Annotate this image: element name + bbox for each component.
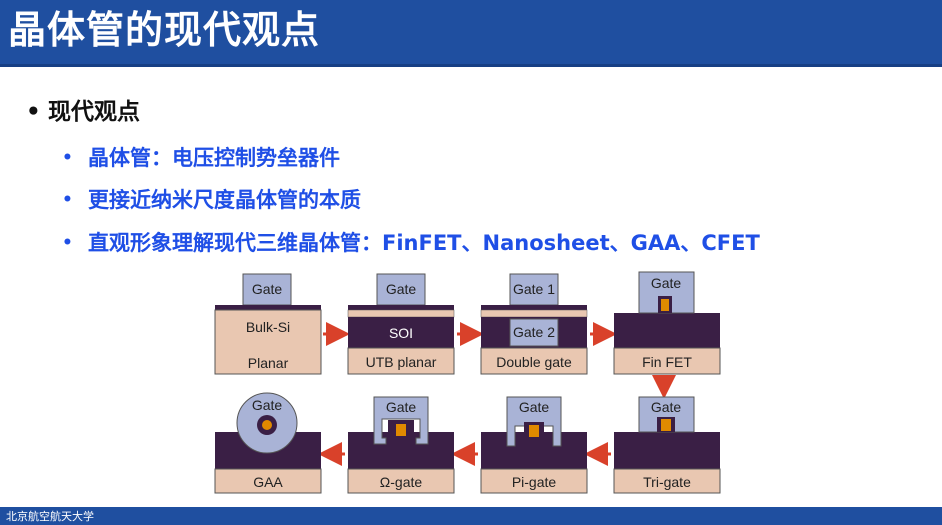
gate-block — [373, 396, 429, 445]
gate-label: Gate — [252, 397, 283, 413]
substrate — [614, 432, 720, 469]
caption-box — [480, 468, 588, 494]
caption-box — [480, 347, 588, 375]
gate-block — [242, 273, 292, 306]
gate-oxide — [348, 305, 454, 310]
caption: Planar — [248, 355, 289, 371]
gate-label: Gate — [519, 399, 550, 415]
bullet-dot-icon: • — [26, 99, 41, 125]
channel — [661, 299, 669, 311]
page-title: 晶体管的现代观点 — [8, 8, 321, 52]
double-gate-transistor: Gate 1 Gate 2 Double gate — [480, 273, 588, 375]
gate-oxide — [481, 305, 587, 310]
thin-si-layer — [347, 309, 455, 318]
utb-planar-transistor: Gate SOI UTB planar — [347, 273, 455, 375]
caption-box — [613, 347, 721, 375]
sub-bullet-text: 直观形象理解现代三维晶体管：FinFET、Nanosheet、GAA、CFET — [88, 231, 760, 255]
gate-block — [638, 271, 695, 314]
caption-box — [347, 468, 455, 494]
gate-block-bottom — [509, 318, 559, 347]
gate-label: Gate — [651, 275, 682, 291]
gate-label: Gate — [651, 399, 682, 415]
finfet-transistor: Gate Fin FET — [613, 271, 721, 375]
gate-label: Gate — [386, 399, 417, 415]
planar-transistor: Gate Bulk-Si Planar — [214, 273, 322, 375]
channel — [396, 424, 406, 436]
footer-university: 北京航空航天大学 — [6, 510, 94, 523]
caption: Fin FET — [642, 354, 692, 370]
gate-bottom-label: Gate 2 — [513, 324, 555, 340]
bullet-dot-icon: • — [62, 190, 73, 210]
bulk-si-body — [214, 309, 322, 375]
body-label: Bulk-Si — [246, 319, 290, 335]
bullet-dot-icon: • — [62, 148, 73, 168]
caption-box — [613, 468, 721, 494]
gate-top-label: Gate 1 — [513, 281, 555, 297]
main-bullet: • 现代观点 — [26, 92, 140, 126]
main-bullet-text: 现代观点 — [48, 99, 140, 125]
sub-bullet-2: • 更接近纳米尺度晶体管的本质 — [62, 184, 361, 214]
box-oxide — [348, 317, 454, 348]
channel — [262, 420, 272, 430]
gate-label: Gate — [252, 281, 283, 297]
sub-bullet-3: • 直观形象理解现代三维晶体管：FinFET、Nanosheet、GAA、CFET — [62, 227, 760, 257]
caption: Ω-gate — [380, 474, 423, 490]
gate-label: Gate — [386, 281, 417, 297]
caption-box — [347, 347, 455, 375]
gate-block — [506, 396, 562, 447]
channel — [661, 419, 671, 431]
caption: Double gate — [496, 354, 572, 370]
caption: Pi-gate — [512, 474, 557, 490]
thin-si-layer — [480, 309, 588, 318]
caption: GAA — [253, 474, 283, 490]
caption: Tri-gate — [643, 474, 691, 490]
caption: UTB planar — [366, 354, 437, 370]
title-bar: 晶体管的现代观点 — [0, 0, 942, 67]
omega-gate-transistor: Gate Ω-gate — [347, 396, 455, 494]
gate-oxide — [215, 305, 321, 310]
body-label: SOI — [389, 325, 413, 341]
channel — [529, 425, 539, 437]
gaa-transistor: Gate GAA — [214, 392, 322, 494]
pigate-transistor: Gate Pi-gate — [480, 396, 588, 494]
bullet-dot-icon: • — [62, 233, 73, 253]
gate-block-top — [509, 273, 559, 306]
sub-bullet-text: 晶体管：电压控制势垒器件 — [88, 146, 340, 170]
sub-bullet-1: • 晶体管：电压控制势垒器件 — [62, 142, 340, 172]
sub-bullet-text: 更接近纳米尺度晶体管的本质 — [88, 188, 361, 212]
footer-bar: 北京航空航天大学 — [0, 507, 942, 525]
substrate — [614, 313, 720, 348]
trigate-transistor: Gate Tri-gate — [613, 396, 721, 494]
caption-box — [214, 468, 322, 494]
